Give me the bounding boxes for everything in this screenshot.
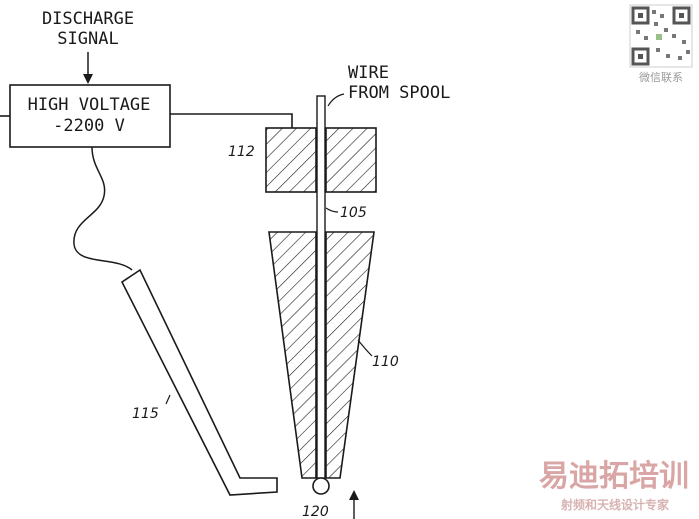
ref-115: 115 bbox=[132, 406, 159, 422]
watermark-brand: 易迪拓培训 bbox=[539, 459, 689, 494]
wire-from-spool-label-line2: FROM SPOOL bbox=[348, 83, 450, 103]
block-112-left bbox=[265, 127, 317, 193]
ref-110: 110 bbox=[372, 354, 399, 370]
high-voltage-label: HIGH VOLTAGE bbox=[28, 95, 151, 115]
ref-105: 105 bbox=[340, 205, 367, 221]
block-112-right bbox=[325, 127, 377, 193]
qr-code-watermark: 微信联系 bbox=[629, 4, 693, 84]
cone-110-leader bbox=[357, 339, 373, 357]
gap-dimension-arrow bbox=[349, 490, 359, 519]
ref-112: 112 bbox=[228, 144, 255, 160]
ref-120: 120 bbox=[302, 504, 329, 519]
cone-110-left bbox=[268, 231, 317, 479]
discharge-signal-label-line2: SIGNAL bbox=[57, 29, 118, 49]
discharge-signal-label-line1: DISCHARGE bbox=[42, 9, 134, 29]
qr-caption: 微信联系 bbox=[639, 70, 683, 84]
watermark-tagline: 射频和天线设计专家 bbox=[560, 497, 670, 512]
voltage-value-label: -2200 V bbox=[53, 116, 125, 136]
ball-120 bbox=[312, 477, 330, 495]
wire-105-leader bbox=[325, 207, 339, 213]
wire-from-spool-label-line1: WIRE bbox=[348, 63, 389, 83]
signal-arrow bbox=[83, 52, 93, 84]
electrode-115-leader bbox=[165, 394, 171, 405]
cone-110-right bbox=[325, 231, 375, 479]
wire-label-leader bbox=[327, 93, 345, 107]
electrode-lead-wire bbox=[73, 146, 133, 271]
electrode-115 bbox=[120, 268, 278, 496]
block-lead bbox=[170, 113, 293, 128]
wire-105 bbox=[316, 95, 326, 479]
